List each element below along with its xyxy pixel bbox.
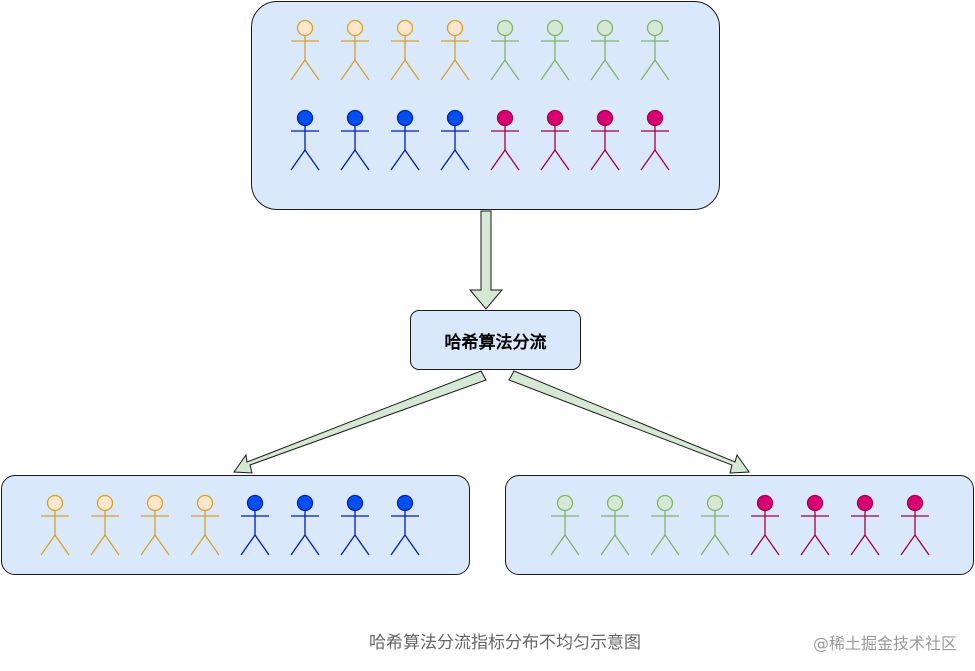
person-icon <box>540 19 570 81</box>
hash-split-process: 哈希算法分流 <box>410 310 581 370</box>
watermark: @稀土掘金技术社区 <box>812 634 957 653</box>
person-icon <box>900 494 930 556</box>
person-icon <box>640 109 670 171</box>
right-bucket-box <box>505 475 974 575</box>
person-icon <box>550 494 580 556</box>
person-icon <box>440 19 470 81</box>
arrow-down <box>468 210 504 310</box>
person-icon <box>390 494 420 556</box>
person-icon <box>540 109 570 171</box>
person-icon <box>290 494 320 556</box>
person-icon <box>600 494 630 556</box>
person-icon <box>750 494 780 556</box>
person-icon <box>490 19 520 81</box>
person-icon <box>290 109 320 171</box>
person-icon <box>340 494 370 556</box>
person-icon <box>390 109 420 171</box>
person-icon <box>650 494 680 556</box>
person-icon <box>850 494 880 556</box>
person-icon <box>340 19 370 81</box>
person-icon <box>40 494 70 556</box>
person-icon <box>590 109 620 171</box>
person-icon <box>640 19 670 81</box>
person-icon <box>90 494 120 556</box>
person-icon <box>490 109 520 171</box>
person-icon <box>190 494 220 556</box>
figure-caption: 哈希算法分流指标分布不均匀示意图 <box>369 633 641 653</box>
left-bucket-box <box>1 475 470 575</box>
person-icon <box>390 19 420 81</box>
person-icon <box>240 494 270 556</box>
arrow-left <box>233 370 487 474</box>
person-icon <box>800 494 830 556</box>
person-icon <box>290 19 320 81</box>
source-population-box <box>251 1 720 210</box>
person-icon <box>590 19 620 81</box>
person-icon <box>340 109 370 171</box>
process-label: 哈希算法分流 <box>444 332 547 353</box>
person-icon <box>440 109 470 171</box>
person-icon <box>140 494 170 556</box>
person-icon <box>700 494 730 556</box>
arrow-right <box>508 370 750 474</box>
